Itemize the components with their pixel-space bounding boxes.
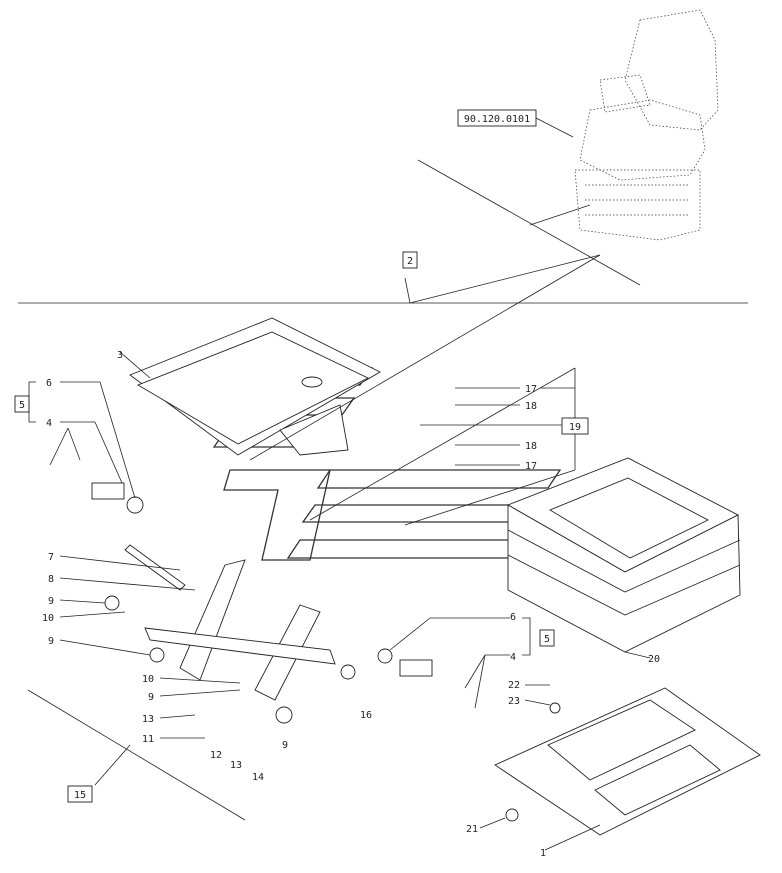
label-4-left: 4 — [46, 418, 52, 429]
label-11: 11 — [142, 734, 154, 745]
svg-text:5: 5 — [544, 634, 550, 645]
seat-plate-part — [129, 317, 381, 456]
callout-5-left: 5 — [14, 381, 36, 423]
label-10-a: 10 — [42, 613, 54, 624]
leader-lines — [49, 254, 651, 851]
label-13-a: 13 — [142, 714, 154, 725]
label-16: 16 — [360, 710, 372, 721]
seat-sketch — [574, 9, 719, 241]
label-3: 3 — [117, 350, 123, 361]
label-22: 22 — [508, 680, 520, 691]
label-9-c: 9 — [148, 692, 154, 703]
svg-text:5: 5 — [19, 400, 25, 411]
callout-19: 19 — [561, 417, 589, 435]
label-21: 21 — [466, 824, 478, 835]
label-10-b: 10 — [142, 674, 154, 685]
base-plate-part — [494, 687, 761, 836]
label-9-d: 9 — [282, 740, 288, 751]
callout-15: 15 — [67, 785, 93, 803]
divider-lines — [18, 159, 748, 821]
label-9-b: 9 — [48, 636, 54, 647]
label-4-right: 4 — [510, 652, 516, 663]
svg-text:2: 2 — [407, 256, 413, 267]
label-17-a: 17 — [525, 384, 537, 395]
part-labels: 3 6 4 7 8 9 10 9 10 9 13 11 12 13 14 9 1… — [42, 350, 660, 859]
suspension-box-part — [506, 457, 741, 653]
label-18-a: 18 — [525, 401, 537, 412]
label-8: 8 — [48, 574, 54, 585]
scissor-mechanism-part — [91, 482, 561, 822]
label-17-b: 17 — [525, 461, 537, 472]
label-6-right: 6 — [510, 612, 516, 623]
callout-2: 2 — [402, 251, 418, 269]
label-1: 1 — [540, 848, 546, 859]
label-9-a: 9 — [48, 596, 54, 607]
label-12: 12 — [210, 750, 222, 761]
callout-5-right: 5 — [522, 617, 555, 656]
svg-text:15: 15 — [74, 790, 86, 801]
label-13-b: 13 — [230, 760, 242, 771]
label-7: 7 — [48, 552, 54, 563]
svg-text:19: 19 — [569, 422, 581, 433]
label-6-left: 6 — [46, 378, 52, 389]
svg-text:90.120.0101: 90.120.0101 — [464, 114, 530, 125]
label-20: 20 — [648, 654, 660, 665]
label-14: 14 — [252, 772, 264, 783]
reference-box: 90.120.0101 — [457, 109, 574, 138]
label-23: 23 — [508, 696, 520, 707]
label-18-b: 18 — [525, 441, 537, 452]
